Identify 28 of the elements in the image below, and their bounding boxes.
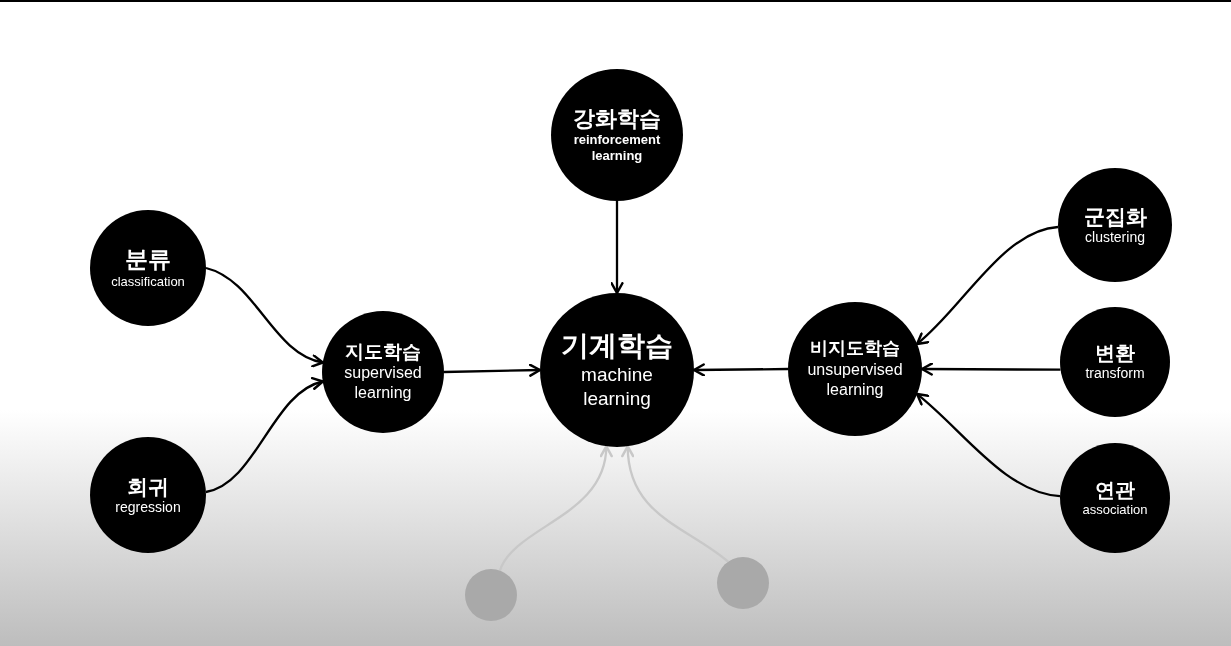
korean-term: 군집화 [1083, 203, 1147, 229]
korean-term: 비지도학습 [810, 338, 900, 360]
arrow [915, 225, 1059, 346]
korean-term: 변환 [1095, 341, 1135, 366]
english-term: transform [1085, 365, 1145, 383]
korean-term: 회귀 [127, 473, 169, 499]
arrow [610, 201, 624, 295]
korean-term: 기계학습 [561, 329, 673, 364]
english-term: association [1082, 501, 1148, 519]
arrow [692, 363, 788, 377]
korean-term: 지도학습 [345, 340, 421, 364]
english-term: supervised learning [343, 363, 423, 404]
arrow [205, 266, 325, 367]
arrow [443, 363, 542, 377]
korean-term: 연관 [1095, 477, 1135, 502]
english-term: classification [111, 273, 185, 290]
english-term: unsupervised learning [806, 359, 904, 400]
english-term: reinforcement learning [572, 131, 662, 165]
arrow [920, 362, 1061, 376]
english-term: regression [115, 498, 181, 517]
korean-term: 강화학습 [573, 105, 661, 132]
arrow [498, 445, 612, 572]
arrow [621, 445, 729, 563]
english-term: machine learning [580, 363, 654, 411]
arrow [915, 392, 1061, 498]
korean-term: 분류 [125, 246, 171, 274]
english-term: clustering [1085, 228, 1145, 247]
arrow [205, 378, 325, 494]
